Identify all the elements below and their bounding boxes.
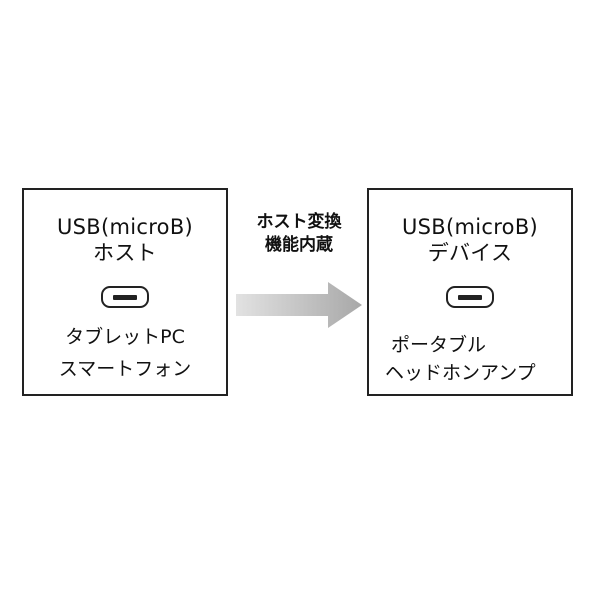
connector-label-line1: ホスト変換: [256, 212, 342, 232]
host-device-line1: タブレットPC: [65, 326, 185, 348]
right-arrow-icon: [236, 282, 362, 328]
micro-usb-port-icon: [446, 286, 494, 308]
host-box: USB(microB) ホスト タブレットPC スマートフォン: [22, 188, 228, 396]
micro-usb-port-icon: [101, 286, 149, 308]
host-device-line2: スマートフォン: [58, 358, 192, 380]
host-title-line2: ホスト: [93, 241, 157, 265]
connector-label-line2: 機能内蔵: [265, 235, 333, 255]
port-slot: [458, 295, 482, 300]
port-slot: [113, 295, 137, 300]
arrow-shape: [236, 282, 362, 328]
device-title-line2: デバイス: [427, 241, 513, 265]
host-title-line1: USB(microB): [56, 215, 194, 239]
device-box: USB(microB) デバイス ポータブル ヘッドホンアンプ: [367, 188, 573, 396]
device-device-line2: ヘッドホンアンプ: [385, 362, 536, 384]
device-device-line1: ポータブル: [391, 334, 487, 356]
device-title-line1: USB(microB): [401, 215, 539, 239]
